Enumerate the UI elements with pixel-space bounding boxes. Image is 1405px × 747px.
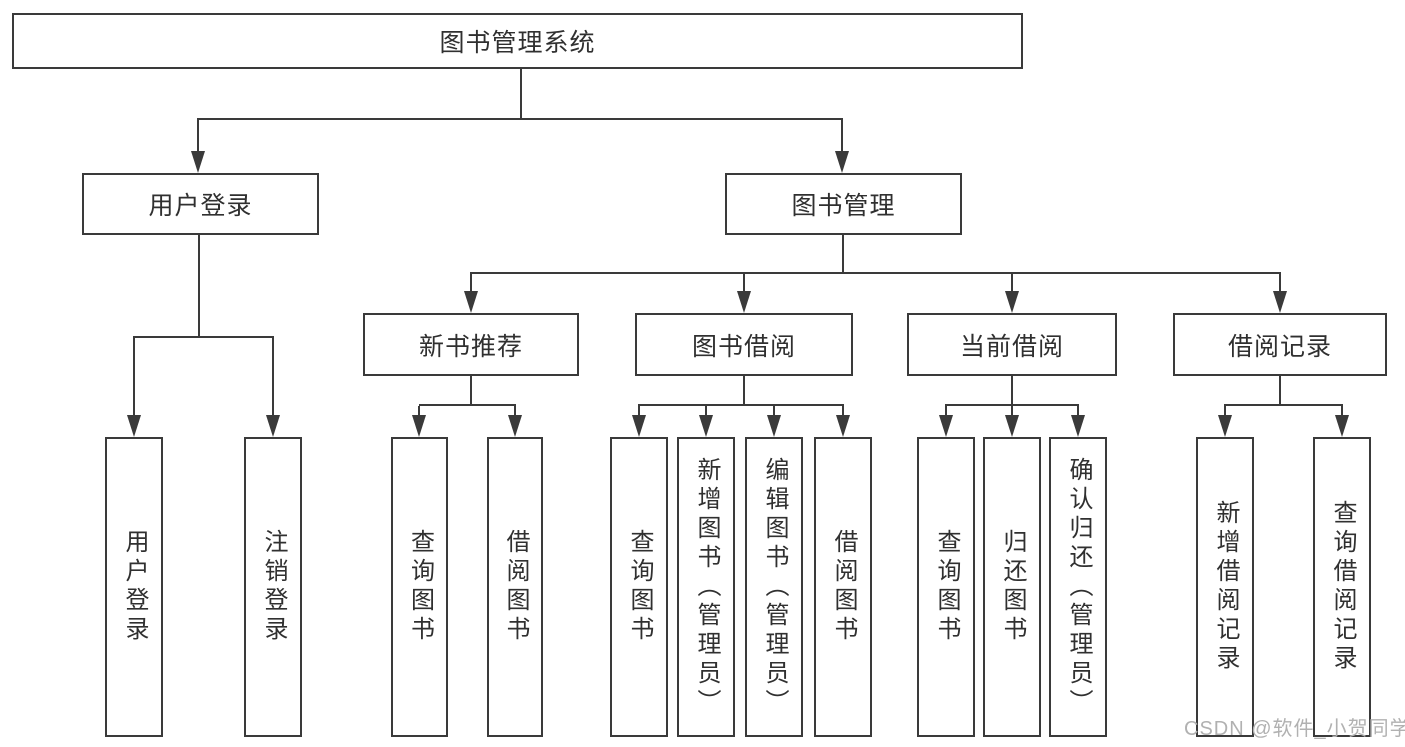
node-leaf-add-borrow-record: 新增借阅记录 <box>1196 437 1254 737</box>
connector-current-borrowing-stem <box>1011 376 1013 406</box>
arrow-to-current-borrowing <box>1004 274 1020 313</box>
arrow-to-login-leaf <box>126 338 142 437</box>
arrow-to-query-borrow-record <box>1334 406 1350 437</box>
connector-borrowing-records-bar <box>1224 404 1343 406</box>
node-current-borrowing: 当前借阅 <box>907 313 1117 376</box>
node-new-book-recommendation: 新书推荐 <box>363 313 579 376</box>
node-borrowing-records: 借阅记录 <box>1173 313 1387 376</box>
arrow-to-add-borrow-record <box>1217 406 1233 437</box>
connector-borrowing-records-stem <box>1279 376 1281 406</box>
node-user-login: 用户登录 <box>82 173 319 235</box>
node-leaf-edit-books-admin: 编辑图书（管理员） <box>745 437 803 737</box>
node-book-management: 图书管理 <box>725 173 962 235</box>
connector-book-borrowing-bar <box>638 404 844 406</box>
connector-root-stem <box>520 69 522 120</box>
arrow-to-logout-leaf <box>265 338 281 437</box>
connector-user-login-stem <box>198 235 200 338</box>
node-leaf-borrow-books-2: 借阅图书 <box>814 437 872 737</box>
node-book-borrowing: 图书借阅 <box>635 313 853 376</box>
arrow-to-confirm-return <box>1070 406 1086 437</box>
node-leaf-confirm-return-admin: 确认归还（管理员） <box>1049 437 1107 737</box>
arrow-to-query-books-1 <box>411 406 427 437</box>
arrow-to-borrow-books-1 <box>507 406 523 437</box>
connector-book-management-stem <box>842 235 844 274</box>
connector-current-borrowing-bar <box>945 404 1079 406</box>
node-leaf-add-books-admin: 新增图书（管理员） <box>677 437 735 737</box>
connector-new-book-rec-bar <box>419 404 516 406</box>
arrow-to-new-book-rec <box>463 274 479 313</box>
arrow-to-borrow-books-2 <box>835 406 851 437</box>
node-leaf-query-borrow-record: 查询借阅记录 <box>1313 437 1371 737</box>
connector-new-book-rec-stem <box>470 376 472 406</box>
node-leaf-logout: 注销登录 <box>244 437 302 737</box>
arrow-to-edit-books <box>766 406 782 437</box>
connector-user-login-bar <box>133 336 274 338</box>
node-library-management-system: 图书管理系统 <box>12 13 1023 69</box>
node-leaf-query-books-3: 查询图书 <box>917 437 975 737</box>
arrow-to-add-books <box>698 406 714 437</box>
node-leaf-query-books-2: 查询图书 <box>610 437 668 737</box>
connector-book-management-bar <box>470 272 1281 274</box>
node-leaf-user-login: 用户登录 <box>105 437 163 737</box>
watermark-csdn: CSDN @软件_小贺同学 <box>1184 718 1405 740</box>
arrow-to-book-management <box>834 120 850 173</box>
arrow-to-return-books <box>1004 406 1020 437</box>
arrow-to-query-books-2 <box>631 406 647 437</box>
node-leaf-query-books-1: 查询图书 <box>391 437 448 737</box>
arrow-to-borrowing-records <box>1272 274 1288 313</box>
node-leaf-return-books: 归还图书 <box>983 437 1041 737</box>
connector-book-borrowing-stem <box>743 376 745 406</box>
arrow-to-user-login <box>190 120 206 173</box>
connector-root-bar <box>197 118 843 120</box>
arrow-to-query-books-3 <box>938 406 954 437</box>
node-leaf-borrow-books-1: 借阅图书 <box>487 437 543 737</box>
arrow-to-book-borrowing <box>736 274 752 313</box>
